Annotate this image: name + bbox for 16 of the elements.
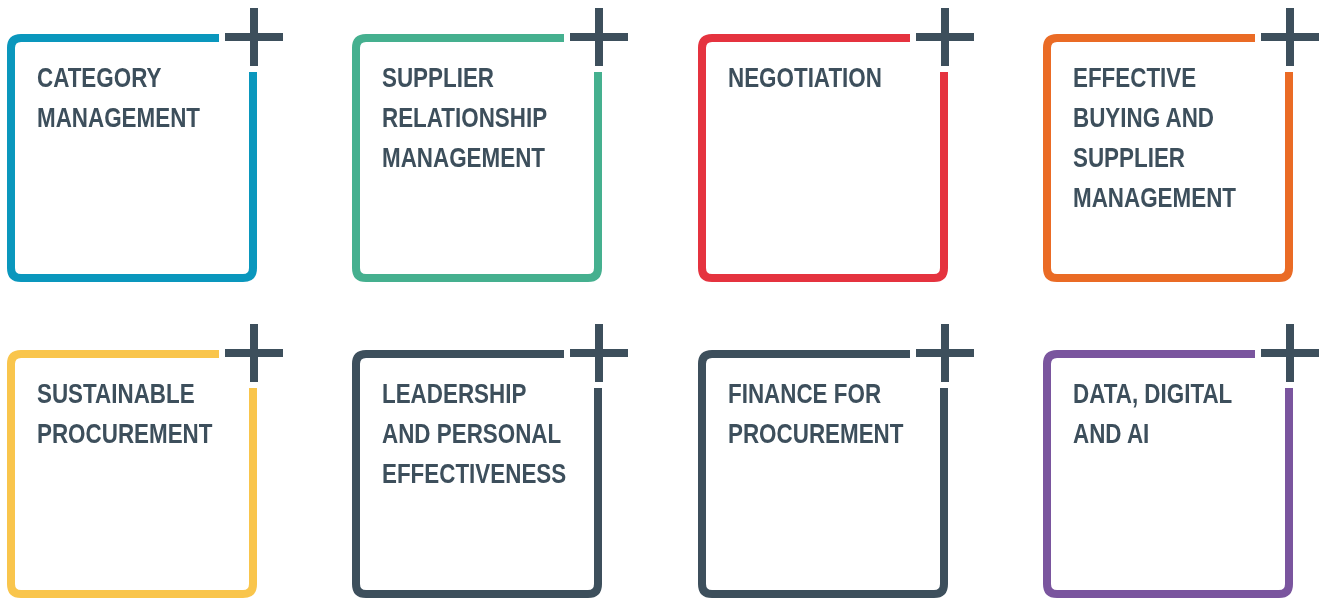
outlined-card [698,34,948,282]
card-title: SUSTAINABLE PROCUREMENT [37,377,214,451]
outlined-card [7,34,257,282]
outlined-card [7,350,257,598]
card-title: EFFECTIVE BUYING AND SUPPLIER MANAGEMENT [1073,61,1237,215]
outlined-card [698,350,948,598]
card-title: FINANCE FOR PROCUREMENT [728,377,905,451]
card-title: NEGOTIATION [728,61,883,95]
card-title: CATEGORY MANAGEMENT [37,61,201,135]
outlined-card [352,34,602,282]
card-title: DATA, DIGITAL AND AI [1073,377,1233,451]
outlined-card [1043,34,1293,282]
card-title: SUPPLIER RELATIONSHIP MANAGEMENT [382,61,548,175]
outlined-card [1043,350,1293,598]
outlined-card [352,350,602,598]
card-title: LEADERSHIP AND PERSONAL EFFECTIVENESS [382,377,566,491]
